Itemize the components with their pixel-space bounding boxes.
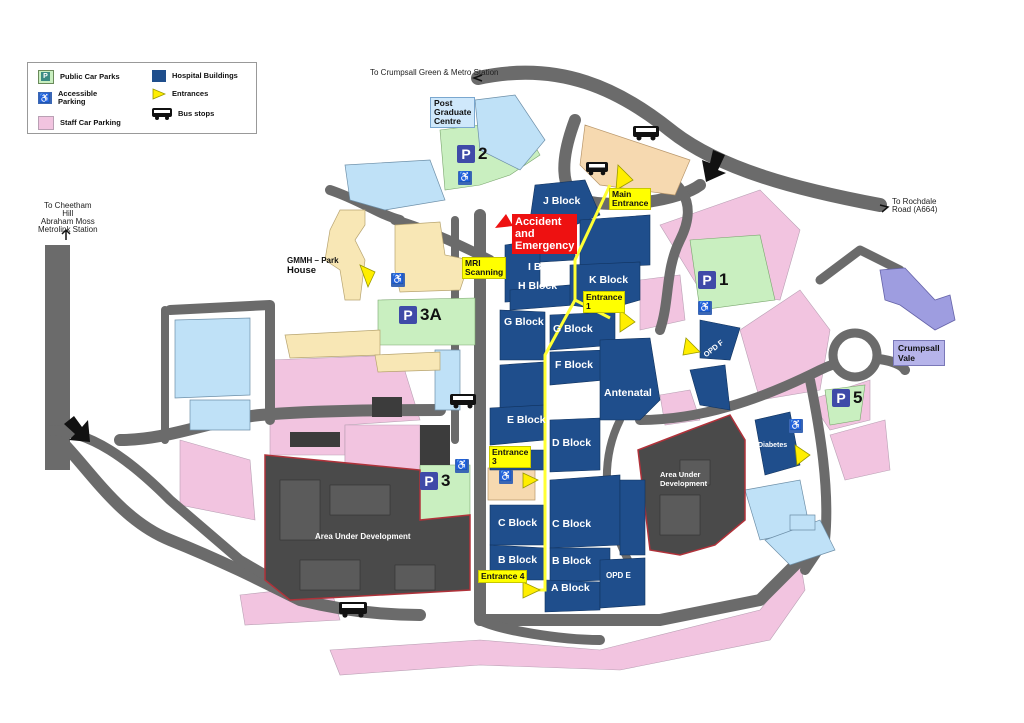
c-block-right-label: C Block — [552, 518, 592, 530]
non-hospital-buildings — [174, 94, 836, 566]
legend-label: Entrances — [172, 89, 209, 98]
legend-hospital-buildings: Hospital Buildings — [152, 70, 238, 82]
accident-emergency-pointer — [495, 214, 513, 228]
car-park-number: 3 — [441, 471, 451, 490]
i-block-label: I Block — [528, 261, 563, 273]
direction-arrows — [64, 150, 726, 442]
entrance-4-label: Entrance 4 — [478, 570, 528, 583]
entrance-markers — [359, 164, 811, 599]
a-block-label: A Block — [551, 582, 590, 594]
car-park-number: 2 — [478, 144, 488, 163]
gmmh-line-1: GMMH – Park — [287, 256, 339, 265]
parking-icon: P — [457, 145, 475, 163]
h-block-label: H Block — [518, 280, 558, 292]
development-detail — [279, 459, 711, 591]
legend-entrances: Entrances — [152, 88, 208, 100]
car-park-1: P 1 — [698, 271, 728, 289]
wheelchair-icon: ♿ — [698, 301, 712, 315]
to-crumpsall-green-label: To Crumpsall Green & Metro Station — [370, 68, 499, 77]
map-legend: P Public Car Parks ♿ Accessible Parking … — [27, 62, 257, 134]
main-entrance-label: Main Entrance — [609, 188, 652, 210]
area-under-development-left-label: Area Under Development — [315, 532, 411, 541]
legend-public-car-parks: P Public Car Parks — [38, 70, 120, 84]
legend-label: Public Car Parks — [60, 72, 120, 81]
western-road — [45, 245, 70, 470]
legend-bus-stops: Bus stops — [152, 108, 214, 120]
bus-stop-icons — [339, 126, 659, 618]
b-block-right-label: B Block — [552, 555, 592, 567]
legend-label: Bus stops — [178, 109, 215, 118]
car-park-5: P 5 — [832, 389, 862, 407]
hospital-swatch-icon — [152, 70, 166, 82]
opd-e-label: OPD E — [606, 571, 631, 580]
car-park-number: 5 — [853, 388, 863, 407]
legend-staff-car-parking: Staff Car Parking — [38, 116, 121, 130]
c-block-left-label: C Block — [498, 517, 538, 529]
to-cheetham-hill-label: To Cheetham Hill Abraham Moss Metrolink … — [38, 201, 98, 234]
area-under-development-right-label: Area Under Development — [660, 470, 708, 488]
g-block-right-label: G Block — [553, 323, 593, 335]
central-drive-label: Central Drive — [487, 347, 497, 394]
g-block-left-label: G Block — [504, 316, 544, 328]
gmmh-line-2: House — [287, 265, 317, 276]
post-graduate-centre-label: Post Graduate Centre — [430, 97, 476, 128]
crumpsall-vale-building — [879, 267, 956, 331]
parking-icon: P — [698, 271, 716, 289]
wheelchair-icon: ♿ — [38, 92, 52, 104]
gmmh-buildings — [284, 209, 471, 373]
bus-icon — [152, 108, 172, 120]
j-block-label: J Block — [543, 195, 581, 207]
link-road-west — [47, 425, 303, 600]
wheelchair-icon: ♿ — [458, 171, 472, 185]
diabetes-label: Diabetes — [758, 442, 788, 449]
accident-emergency-label: Accident and Emergency — [512, 214, 578, 254]
antenatal-label: Antenatal — [604, 387, 652, 399]
e-block-label: E Block — [507, 414, 546, 426]
b-block-left-label: B Block — [498, 554, 538, 566]
wheelchair-icon: ♿ — [789, 419, 803, 433]
car-park-number: 1 — [719, 270, 729, 289]
legend-label: Accessible Parking — [58, 89, 98, 106]
parking-icon: P — [420, 472, 438, 490]
parking-icon: P — [832, 389, 850, 407]
walking-route — [525, 184, 612, 592]
road-direction-arrows — [61, 74, 890, 240]
grey-buildings — [290, 397, 450, 465]
wheelchair-icon: ♿ — [455, 459, 469, 473]
d-block-label: D Block — [552, 437, 592, 449]
mri-scanning-label: MRI Scanning — [462, 257, 507, 279]
to-rochdale-road-label: To Rochdale Road (A664) — [892, 197, 938, 214]
car-park-3a: P 3A — [399, 306, 442, 324]
entrance-triangle-icon — [152, 88, 166, 100]
legend-label: Hospital Buildings — [172, 71, 238, 80]
staff-parking-swatch-icon — [38, 116, 54, 130]
wheelchair-icon: ♿ — [499, 470, 513, 484]
legend-label: Staff Car Parking — [60, 118, 121, 127]
public-parking-swatch-icon: P — [38, 70, 54, 84]
f-block-label: F Block — [555, 359, 593, 371]
legend-accessible-parking: ♿ Accessible Parking — [38, 90, 97, 106]
car-park-3: P 3 — [420, 472, 450, 490]
car-park-number: 3A — [420, 305, 442, 324]
crumpsall-vale-label: Crumpsall Vale — [893, 340, 945, 366]
parking-icon: P — [399, 306, 417, 324]
car-park-2: P 2 — [457, 145, 487, 163]
k-block-label: K Block — [589, 274, 629, 286]
roundabout — [828, 328, 882, 382]
wheelchair-icon: ♿ — [391, 273, 405, 287]
gmmh-park-house-label: GMMH – Park House — [287, 256, 339, 276]
entrance-3-label: Entrance 3 — [489, 446, 532, 468]
entrance-1-label: Entrance 1 — [583, 291, 626, 313]
